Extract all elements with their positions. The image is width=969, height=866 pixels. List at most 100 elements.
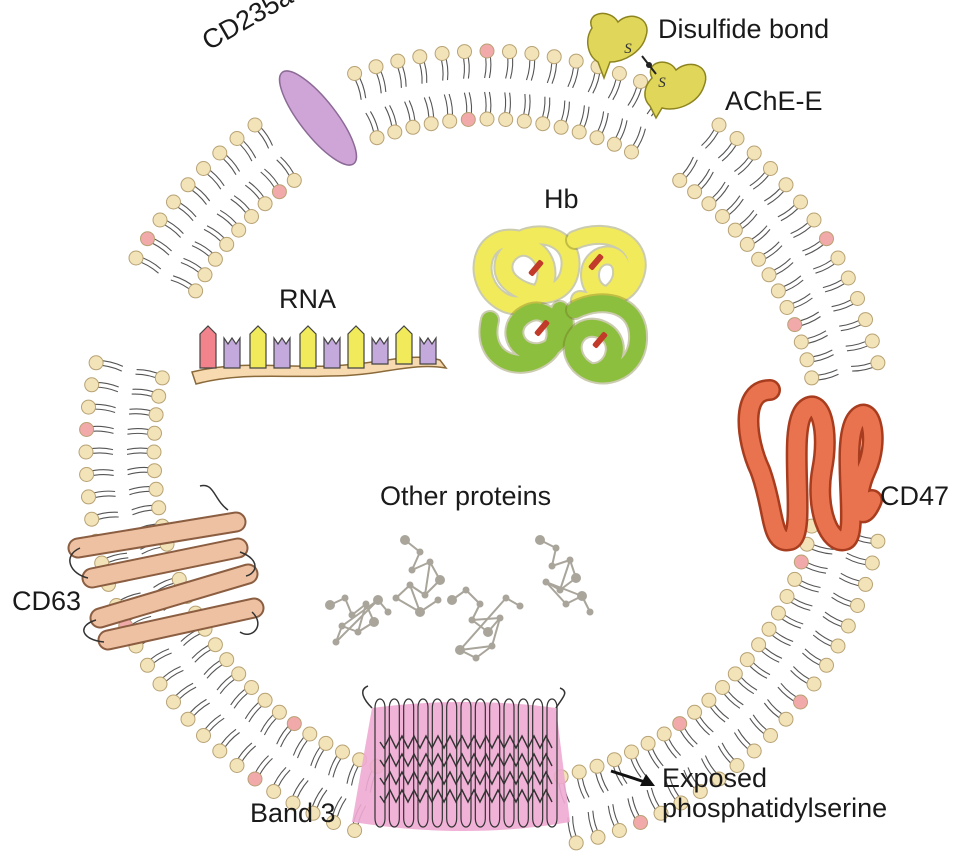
lipid-head: [546, 49, 562, 65]
cd235a-body: [278, 70, 358, 166]
band3-helix: [403, 698, 415, 828]
lipid-head: [188, 283, 204, 299]
lipid-head: [166, 694, 181, 710]
lipid-head: [347, 823, 363, 838]
protein-residue: [548, 562, 556, 570]
phosphatidylserine-head: [247, 771, 263, 787]
protein-residue: [483, 627, 493, 637]
lipid-head: [624, 744, 639, 760]
lipid-head: [590, 829, 606, 845]
cd63-helix: [91, 565, 257, 627]
protein-residue: [406, 581, 414, 589]
lipid-head: [729, 131, 745, 146]
cd63-loop: [239, 551, 256, 577]
band3-zigzag: [379, 788, 553, 804]
band3-terminus: [555, 687, 566, 709]
protein-residue: [455, 645, 465, 655]
lipid-head: [244, 209, 259, 224]
cd63-helix: [69, 513, 245, 557]
rna-base: [347, 325, 365, 369]
protein-residue: [369, 617, 379, 627]
phosphatidylserine-head: [633, 815, 648, 830]
lipid-head: [571, 764, 587, 780]
lipid-head: [369, 130, 385, 146]
lipid-head: [81, 399, 96, 415]
protein-cluster: [325, 594, 392, 646]
band3-zigzag: [379, 734, 553, 750]
protein-residue: [348, 611, 356, 619]
lipid-head: [180, 711, 196, 727]
lipid-head: [387, 124, 403, 140]
lipid-head: [212, 743, 228, 759]
protein-residue: [416, 548, 424, 556]
protein-residue: [408, 566, 416, 574]
phosphatidylserine-head: [793, 694, 808, 710]
lipid-head: [196, 728, 211, 743]
lipid-head: [151, 500, 167, 516]
lipid-head: [770, 283, 786, 299]
lipid-head: [498, 112, 514, 127]
phosphatidylserine-head: [672, 716, 688, 732]
lipid-head: [761, 621, 777, 637]
hemoglobin: [472, 225, 648, 385]
lipid-head: [151, 388, 167, 404]
phosphatidylserine-head: [271, 184, 287, 200]
band3-helix: [503, 698, 515, 828]
protein-residue: [562, 600, 570, 608]
phosphatidylserine-head: [140, 231, 155, 247]
rna-base: [223, 336, 241, 369]
lipid-head: [858, 576, 873, 592]
lipid-head: [751, 251, 767, 267]
lipid-head: [219, 652, 235, 668]
band3-helix: [431, 698, 443, 828]
lipid-head: [806, 676, 822, 692]
protein-residue: [434, 596, 442, 604]
other-proteins-cluster: [325, 535, 594, 662]
lipid-head: [318, 735, 334, 751]
lipid-head: [335, 744, 350, 760]
protein-residue: [472, 654, 480, 662]
lipid-head: [368, 59, 384, 75]
lipid-head: [864, 333, 880, 349]
protein-residue: [516, 602, 524, 610]
band3-protein: [352, 685, 570, 831]
lipid-head: [326, 815, 341, 830]
lipid-head: [128, 250, 144, 266]
lipid-head: [830, 250, 846, 266]
band3-helix: [546, 698, 558, 828]
protein-residue: [332, 638, 340, 646]
lipid-head: [870, 355, 886, 371]
protein-residue: [476, 600, 484, 608]
cd63-protein: [67, 484, 265, 651]
lipid-head: [285, 795, 301, 811]
protein-residue: [462, 586, 470, 594]
lipid-head: [229, 758, 245, 773]
band3-helix: [446, 698, 458, 828]
lipid-head: [850, 291, 865, 306]
lipid-head: [166, 194, 181, 210]
phosphatidylserine-head: [819, 231, 834, 247]
protein-cluster: [535, 535, 594, 616]
exposed-ps-arrow: [610, 769, 655, 786]
protein-residue: [447, 595, 457, 605]
protein-residue: [341, 594, 349, 602]
band3-helix: [489, 698, 501, 828]
protein-residue: [325, 600, 335, 610]
lipid-head: [701, 196, 717, 212]
band3-helix: [388, 698, 400, 828]
lipid-head: [457, 44, 472, 60]
lipid-head: [81, 489, 96, 505]
disulfide-sulfur-1: S: [624, 41, 632, 57]
rna-label: RNA: [279, 284, 337, 314]
band3-helix: [517, 698, 529, 828]
cd63-loop: [69, 547, 89, 579]
lipid-head: [154, 370, 170, 386]
rna-base: [395, 325, 413, 365]
lipid-head: [727, 666, 743, 682]
lipid-head: [78, 444, 94, 460]
protein-residue: [552, 544, 560, 552]
ache-e-subunit-1: [586, 12, 648, 81]
lipid-head: [793, 334, 809, 350]
lipid-head: [687, 184, 703, 200]
